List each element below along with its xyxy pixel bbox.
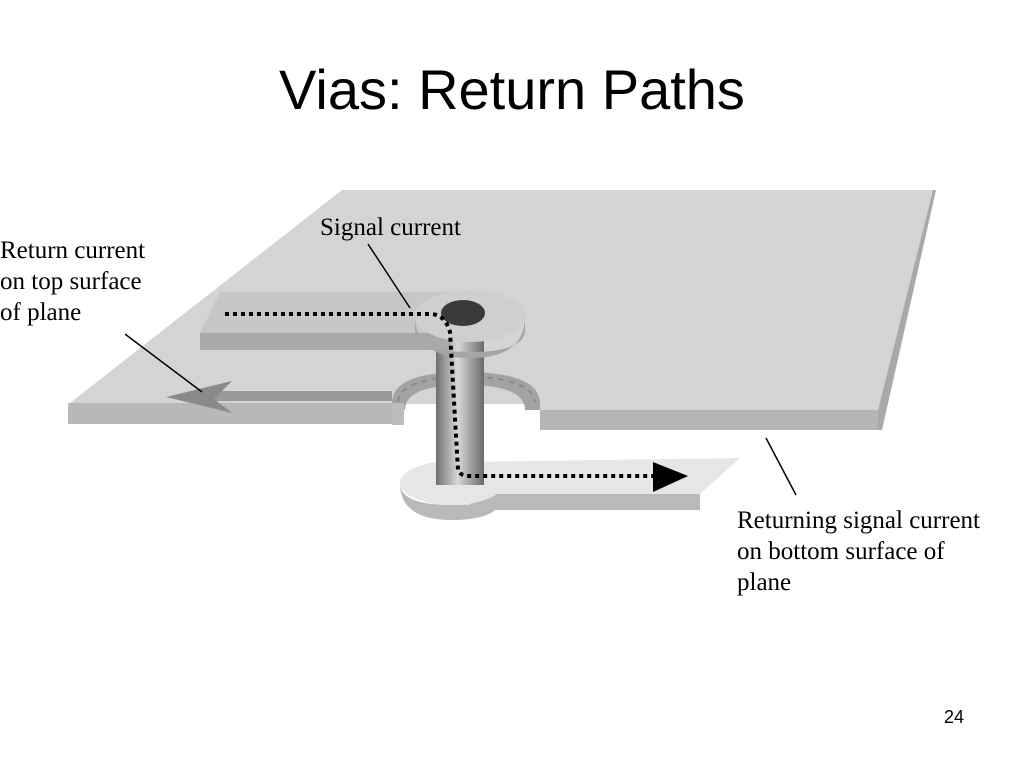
signal-arrowhead xyxy=(653,462,688,492)
label-return-top: Return current on top surface of plane xyxy=(0,237,146,326)
label-return-bottom: Returning signal current on bottom surfa… xyxy=(737,507,980,596)
via-diagram xyxy=(68,190,936,520)
return-current-arrow xyxy=(166,381,392,413)
slide-number: 24 xyxy=(943,707,964,727)
label-signal-current: Signal current xyxy=(320,214,461,241)
leader-lines xyxy=(124,243,797,496)
via-hole xyxy=(441,300,485,326)
signal-current-path xyxy=(225,312,655,478)
slide-title: Vias: Return Paths xyxy=(279,58,745,121)
